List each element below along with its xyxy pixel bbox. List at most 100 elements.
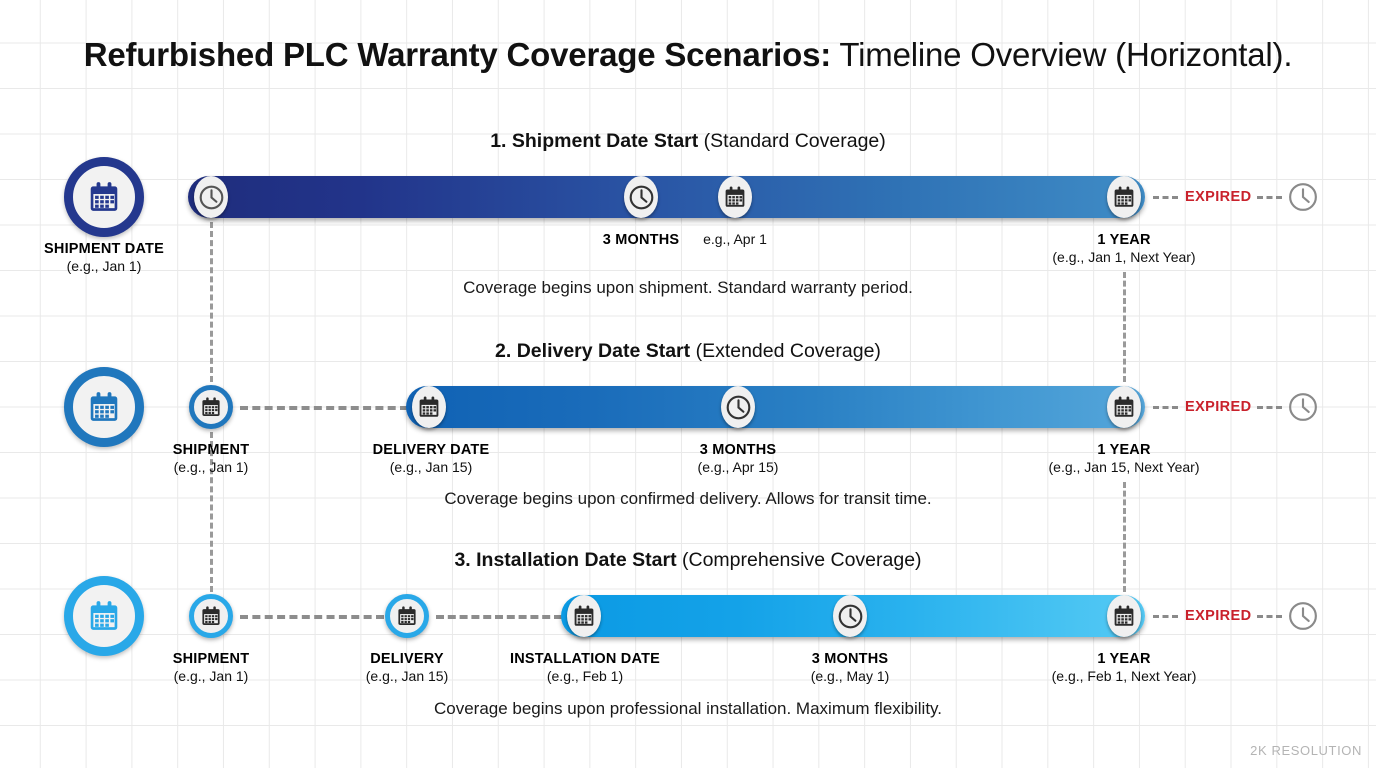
- row-1-expired-dash-left: [1153, 196, 1178, 199]
- row-1-heading-bold: 1. Shipment Date Start: [490, 130, 699, 152]
- page-title: Refurbished PLC Warranty Coverage Scenar…: [0, 36, 1376, 74]
- row-1-label-apr-sub: e.g., Apr 1: [703, 231, 767, 247]
- vertical-connector-oneyear-1: [1123, 272, 1126, 382]
- row-2-label-3months-title: 3 MONTHS: [699, 442, 777, 458]
- clock-icon: [628, 184, 655, 211]
- calendar-icon: [572, 604, 596, 628]
- row-1-label-1year-sub: (e.g., Jan 1, Next Year): [1052, 249, 1196, 266]
- row-2-dash-shipment-delivery: [240, 406, 408, 410]
- row-1-label-apr: e.g., Apr 1: [703, 231, 767, 249]
- row-3-label-shipment-sub: (e.g., Jan 1): [173, 668, 249, 685]
- row-2-label-3months-sub: (e.g., Apr 15): [697, 459, 779, 476]
- row-3-node-installation[interactable]: [567, 595, 601, 637]
- row-2-end-clock-icon: [1288, 392, 1318, 422]
- calendar-icon: [723, 185, 747, 209]
- row-1-label-1year-title: 1 YEAR: [1097, 232, 1151, 248]
- row-1-label-3months-title: 3 MONTHS: [602, 232, 680, 248]
- row-3-dash-shipment-delivery: [240, 615, 384, 619]
- row-3-start-icon-circle: [64, 576, 144, 656]
- row-3-label-installation: INSTALLATION DATE (e.g., Feb 1): [510, 650, 660, 686]
- row-1-start-label: SHIPMENT DATE (e.g., Jan 1): [44, 240, 164, 276]
- page-title-regular: Timeline Overview (Horizontal).: [831, 36, 1293, 73]
- row-3-label-installation-title: INSTALLATION DATE: [510, 651, 660, 667]
- clock-icon: [725, 394, 752, 421]
- row-3-dash-delivery-installation: [436, 615, 562, 619]
- row-2-label-1year: 1 YEAR (e.g., Jan 15, Next Year): [1049, 441, 1200, 477]
- row-3-node-delivery[interactable]: [385, 594, 429, 638]
- row-2-expired-dash-left: [1153, 406, 1178, 409]
- row-1-timeline-bar: [188, 176, 1145, 218]
- row-3-label-shipment-title: SHIPMENT: [172, 651, 250, 667]
- row-3-heading-bold: 3. Installation Date Start: [454, 549, 677, 571]
- row-3-node-shipment[interactable]: [189, 594, 233, 638]
- row-3-label-shipment: SHIPMENT (e.g., Jan 1): [173, 650, 250, 686]
- row-3-description: Coverage begins upon professional instal…: [433, 699, 943, 718]
- row-1-node-apr[interactable]: [718, 176, 752, 218]
- row-1-description: Coverage begins upon shipment. Standard …: [463, 278, 913, 297]
- calendar-icon: [417, 395, 441, 419]
- calendar-icon: [87, 390, 121, 424]
- row-3-heading-regular: (Comprehensive Coverage): [676, 549, 922, 571]
- row-1-node-3months[interactable]: [624, 176, 658, 218]
- clock-icon: [1288, 182, 1318, 212]
- row-2-expired-dash-right: [1257, 406, 1282, 409]
- calendar-icon: [1112, 185, 1136, 209]
- row-2-description: Coverage begins upon confirmed delivery.…: [444, 489, 932, 508]
- calendar-icon: [87, 180, 121, 214]
- row-3-label-1year-title: 1 YEAR: [1097, 651, 1151, 667]
- row-3-label-delivery: DELIVERY (e.g., Jan 15): [366, 650, 449, 686]
- row-2-label-shipment-title: SHIPMENT: [172, 442, 250, 458]
- row-1-start-label-title: SHIPMENT DATE: [44, 241, 164, 257]
- clock-icon: [198, 184, 225, 211]
- row-2-node-shipment[interactable]: [189, 385, 233, 429]
- row-2-heading: 2. Delivery Date Start (Extended Coverag…: [0, 340, 1376, 363]
- row-2-timeline-bar: [406, 386, 1145, 428]
- clock-icon: [837, 603, 864, 630]
- row-2-label-1year-sub: (e.g., Jan 15, Next Year): [1048, 459, 1200, 476]
- row-1-heading-regular: (Standard Coverage): [698, 130, 886, 152]
- row-2-label-shipment-sub: (e.g., Jan 1): [173, 459, 249, 476]
- row-2-node-1year[interactable]: [1107, 386, 1141, 428]
- row-3-node-3months[interactable]: [833, 595, 867, 637]
- row-3-expired-label: EXPIRED: [1185, 608, 1252, 624]
- row-2-label-1year-title: 1 YEAR: [1097, 442, 1151, 458]
- row-2-label-shipment: SHIPMENT (e.g., Jan 1): [173, 441, 250, 477]
- row-2-start-icon-circle: [64, 367, 144, 447]
- clock-icon: [1288, 392, 1318, 422]
- row-2-label-delivery: DELIVERY DATE (e.g., Jan 15): [373, 441, 490, 477]
- row-1-end-clock-icon: [1288, 182, 1318, 212]
- row-2-label-delivery-sub: (e.g., Jan 15): [389, 459, 473, 476]
- row-2-node-3months[interactable]: [721, 386, 755, 428]
- row-1-start-icon-circle: [64, 157, 144, 237]
- row-3-label-3months-title: 3 MONTHS: [811, 651, 889, 667]
- row-3-heading: 3. Installation Date Start (Comprehensiv…: [0, 549, 1376, 572]
- row-1-node-1year[interactable]: [1107, 176, 1141, 218]
- row-1-start-label-sub: (e.g., Jan 1): [66, 258, 142, 275]
- calendar-icon: [200, 605, 222, 627]
- footer-watermark: 2K RESOLUTION: [1250, 743, 1362, 758]
- row-3-expired-dash-right: [1257, 615, 1282, 618]
- calendar-icon: [200, 396, 222, 418]
- row-2-label-3months: 3 MONTHS (e.g., Apr 15): [698, 441, 779, 477]
- row-1-expired-label: EXPIRED: [1185, 189, 1252, 205]
- row-2-label-delivery-title: DELIVERY DATE: [372, 442, 490, 458]
- row-2-node-delivery[interactable]: [412, 386, 446, 428]
- row-1-heading: 1. Shipment Date Start (Standard Coverag…: [0, 130, 1376, 153]
- vertical-connector-shipment-2: [210, 432, 213, 592]
- row-3-label-1year-sub: (e.g., Feb 1, Next Year): [1051, 668, 1197, 685]
- row-1-node-start[interactable]: [194, 176, 228, 218]
- calendar-icon: [1112, 395, 1136, 419]
- row-1-expired-dash-right: [1257, 196, 1282, 199]
- row-3-end-clock-icon: [1288, 601, 1318, 631]
- row-3-label-3months: 3 MONTHS (e.g., May 1): [811, 650, 890, 686]
- clock-icon: [1288, 601, 1318, 631]
- row-2-heading-regular: (Extended Coverage): [690, 340, 881, 362]
- row-3-label-1year: 1 YEAR (e.g., Feb 1, Next Year): [1052, 650, 1197, 686]
- row-2-heading-bold: 2. Delivery Date Start: [495, 340, 691, 362]
- page-title-bold: Refurbished PLC Warranty Coverage Scenar…: [83, 36, 832, 73]
- row-3-label-installation-sub: (e.g., Feb 1): [546, 668, 624, 685]
- calendar-icon: [396, 605, 418, 627]
- row-3-node-1year[interactable]: [1107, 595, 1141, 637]
- vertical-connector-shipment-1: [210, 222, 213, 382]
- row-3-label-delivery-sub: (e.g., Jan 15): [365, 668, 449, 685]
